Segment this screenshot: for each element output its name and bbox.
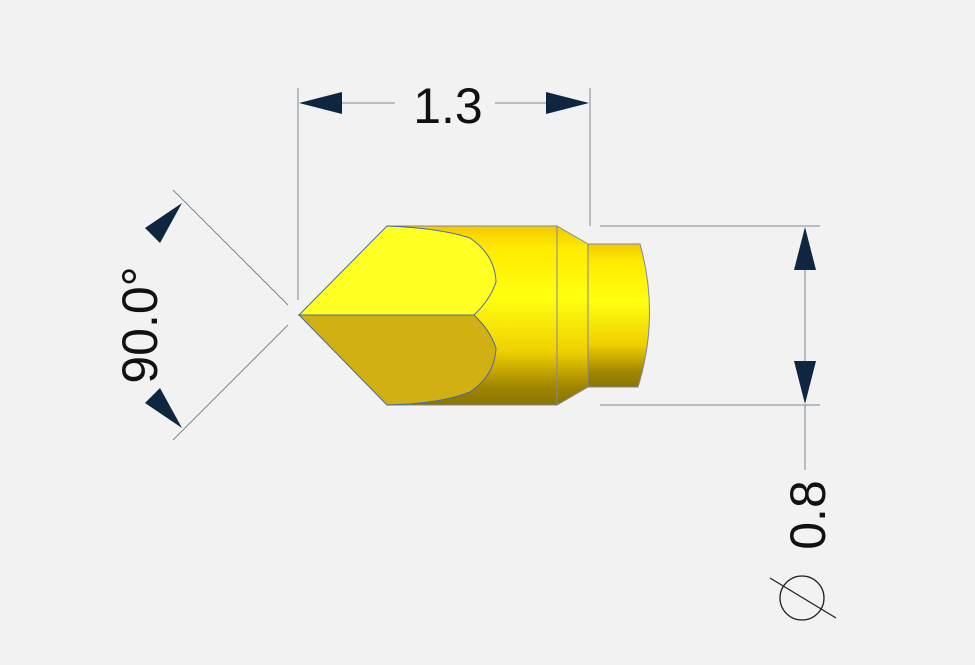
arrow-up-icon [794,227,816,270]
cone-upper-face [297,225,497,316]
arrow-down-icon [794,361,816,404]
angle-arrow-top-icon [145,203,182,243]
part-chamfer [556,225,589,406]
diameter-symbol-icon [769,575,837,621]
length-dimension [297,88,591,300]
length-label: 1.3 [413,78,483,134]
arrow-right-icon [546,92,589,114]
part-shank [587,243,651,388]
diameter-dimension [600,225,820,470]
cone-lower-face [297,314,497,406]
arrow-left-icon [299,92,342,114]
angle-arrow-bottom-icon [145,388,182,428]
diameter-label: 0.8 [780,480,836,550]
angle-label: 90.0° [112,266,168,383]
angle-dimension [172,189,289,441]
nozzle-part [297,225,651,406]
